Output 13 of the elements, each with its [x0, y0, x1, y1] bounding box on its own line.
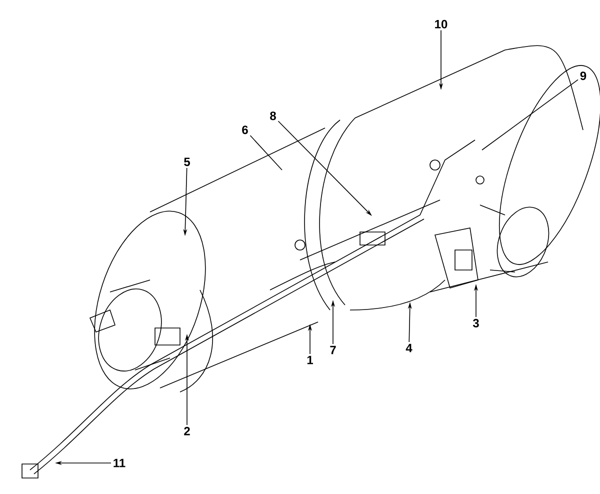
callout-number: 9 [580, 72, 586, 80]
callout-number: 8 [270, 112, 276, 120]
callout-number: 4 [406, 344, 412, 352]
leader-line [250, 135, 282, 170]
leader-line [482, 79, 578, 150]
callout-number: 1 [307, 356, 313, 364]
callout-number: 6 [242, 126, 248, 134]
callout-number: 2 [184, 426, 190, 436]
callout-number: 5 [184, 158, 190, 166]
callout-number: 3 [472, 318, 479, 328]
callout-number: 10 [435, 20, 448, 28]
callout-number: 11 [114, 458, 126, 468]
callout-number: 7 [330, 346, 336, 354]
